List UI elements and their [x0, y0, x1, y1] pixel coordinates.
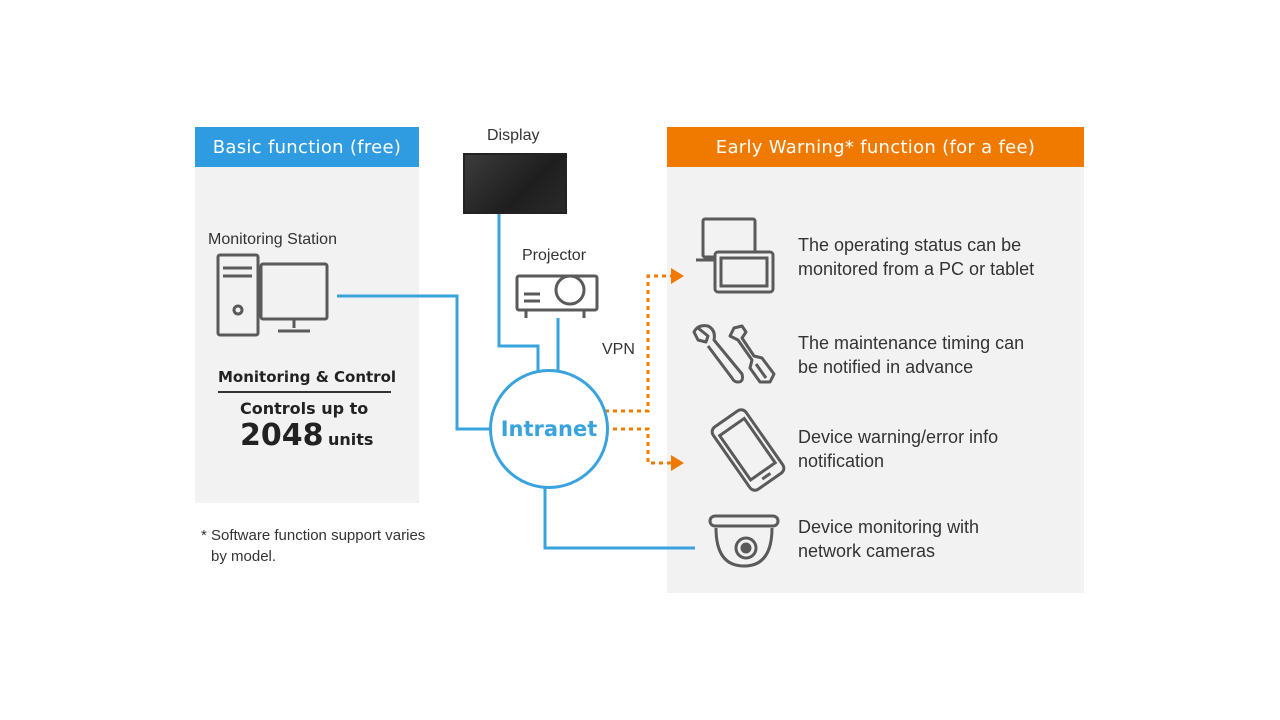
vpn-label: VPN [602, 341, 635, 358]
vpn-lower-line [605, 427, 672, 465]
feature-camera-text: Device monitoring with network cameras [798, 515, 979, 563]
feature-status-line-1: The operating status can be [798, 235, 1022, 255]
display-to-intranet-line [497, 214, 540, 374]
smartphone-icon [710, 408, 786, 492]
feature-camera-line-1: Device monitoring with [798, 517, 980, 537]
unit-count: 2048 units [240, 418, 373, 453]
feature-maintenance-line-1: The maintenance timing can [798, 333, 1025, 353]
vpn-arrow-upper [671, 268, 684, 284]
vpn-connections [605, 274, 672, 465]
controls-up-to-label: Controls up to [240, 399, 369, 418]
feature-status-line-2: monitored from a PC or tablet [798, 259, 1035, 279]
feature-maintenance-text: The maintenance timing can be notified i… [798, 331, 1024, 379]
feature-maintenance-line-2: be notified in advance [798, 357, 974, 377]
vpn-arrow-lower [671, 455, 684, 471]
feature-camera-line-2: network cameras [798, 541, 936, 561]
intranet-node: Intranet [489, 369, 609, 489]
monitoring-station-label: Monitoring Station [208, 231, 337, 248]
unit-count-label: units [327, 430, 374, 449]
intranet-to-camera-line [543, 486, 695, 550]
footnote: * Software function support varies by mo… [201, 525, 425, 567]
basic-function-header: Basic function (free) [195, 127, 419, 167]
pc-tablet-icon [696, 217, 775, 294]
dome-camera-icon [708, 514, 780, 568]
intranet-label: Intranet [500, 417, 598, 441]
footnote-line-1: * Software function support varies [201, 527, 426, 544]
unit-count-number: 2048 [240, 418, 324, 453]
intranet-connections [337, 214, 695, 550]
projector-icon [515, 274, 599, 318]
tools-icon [692, 324, 776, 384]
early-warning-header: Early Warning* function (for a fee) [667, 127, 1084, 167]
monitoring-station-icon [216, 253, 329, 337]
footnote-line-2: by model. [211, 548, 277, 565]
feature-warning-line-1: Device warning/error info [798, 427, 999, 447]
display-icon [463, 153, 567, 214]
feature-warning-line-2: notification [798, 451, 885, 471]
basic-function-panel [195, 127, 419, 503]
monitoring-control-divider [218, 391, 391, 393]
monitoring-control-label: Monitoring & Control [218, 368, 397, 386]
station-to-intranet-line [337, 294, 490, 431]
feature-warning-text: Device warning/error info notification [798, 425, 998, 473]
display-label: Display [487, 127, 540, 144]
projector-label: Projector [522, 247, 587, 264]
feature-status-text: The operating status can be monitored fr… [798, 233, 1034, 281]
